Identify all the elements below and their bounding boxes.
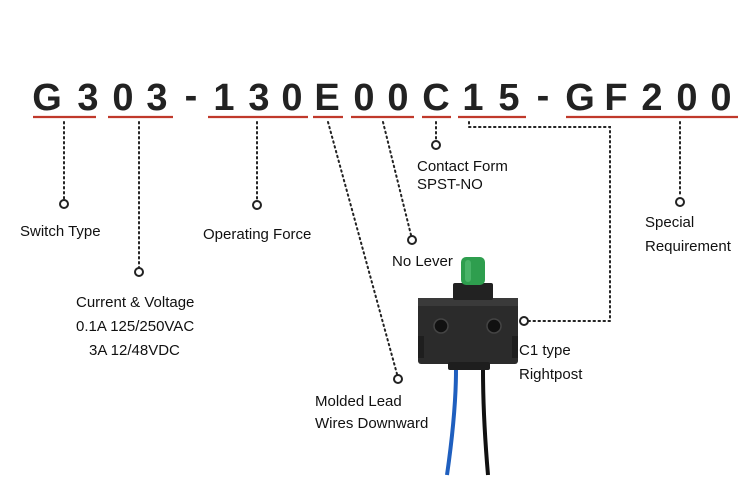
mounting-hole-right [486, 318, 502, 334]
annotation-labels: Switch Type Current & Voltage 0.1A 125/2… [20, 158, 732, 432]
leader-lines [63, 121, 681, 375]
code-char-11: 0 [387, 77, 408, 119]
code-char-18: 2 [641, 77, 662, 119]
mounting-hole-left [433, 318, 449, 334]
code-dash-1: - [185, 75, 198, 117]
label-molded-lead-1: Molded Lead [315, 393, 402, 410]
code-dash-2: - [537, 75, 550, 117]
node-operating-force [252, 200, 262, 210]
node-contact-form [431, 140, 441, 150]
code-char-6: 1 [213, 77, 234, 119]
switch-body [418, 298, 518, 364]
label-special-2: Requirement [645, 238, 732, 255]
code-char-13: 1 [462, 77, 483, 119]
label-current-voltage-ac: 0.1A 125/250VAC [76, 318, 194, 335]
code-char-9: E [314, 77, 339, 119]
code-char-1: G [32, 77, 62, 119]
leader-molded-lead [327, 121, 398, 375]
node-switch-type [59, 199, 69, 209]
code-char-19: 0 [676, 77, 697, 119]
code-char-2: 3 [77, 77, 98, 119]
micro-switch-illustration [418, 257, 518, 476]
switch-collar [453, 283, 493, 300]
code-char-8: 0 [281, 77, 302, 119]
code-char-17: F [604, 77, 627, 119]
node-special [675, 197, 685, 207]
label-c1-type-2: Rightpost [519, 366, 583, 383]
label-contact-form-1: Contact Form [417, 158, 508, 175]
black-wire [481, 369, 490, 476]
label-current-voltage-dc: 3A 12/48VDC [89, 342, 180, 359]
node-c1-type [519, 316, 529, 326]
code-char-10: 0 [353, 77, 374, 119]
node-no-lever [407, 235, 417, 245]
leader-no-lever [382, 121, 412, 236]
code-char-20: 0 [710, 77, 731, 119]
code-char-14: 5 [498, 77, 519, 119]
code-char-12: C [422, 77, 449, 119]
label-c1-type-1: C1 type [519, 342, 571, 359]
code-char-3: 0 [112, 77, 133, 119]
label-operating-force: Operating Force [203, 226, 311, 243]
label-no-lever: No Lever [392, 253, 453, 270]
label-switch-type: Switch Type [20, 223, 101, 240]
label-contact-form-2: SPST-NO [417, 176, 483, 193]
code-char-16: G [565, 77, 595, 119]
label-current-voltage-title: Current & Voltage [76, 294, 194, 311]
label-molded-lead-2: Wires Downward [315, 415, 428, 432]
label-special-1: Special [645, 214, 694, 231]
node-molded-lead [393, 374, 403, 384]
wire-outlet [448, 362, 490, 370]
leader-nodes [59, 140, 685, 384]
node-current-voltage [134, 267, 144, 277]
code-char-7: 3 [248, 77, 269, 119]
plunger [461, 257, 485, 285]
part-number-code: G 3 0 3 - 1 3 0 E 0 0 C 1 5 - G F 2 0 0 [32, 75, 731, 119]
code-char-4: 3 [146, 77, 167, 119]
blue-wire [445, 369, 458, 476]
leader-c1-type [468, 121, 611, 322]
